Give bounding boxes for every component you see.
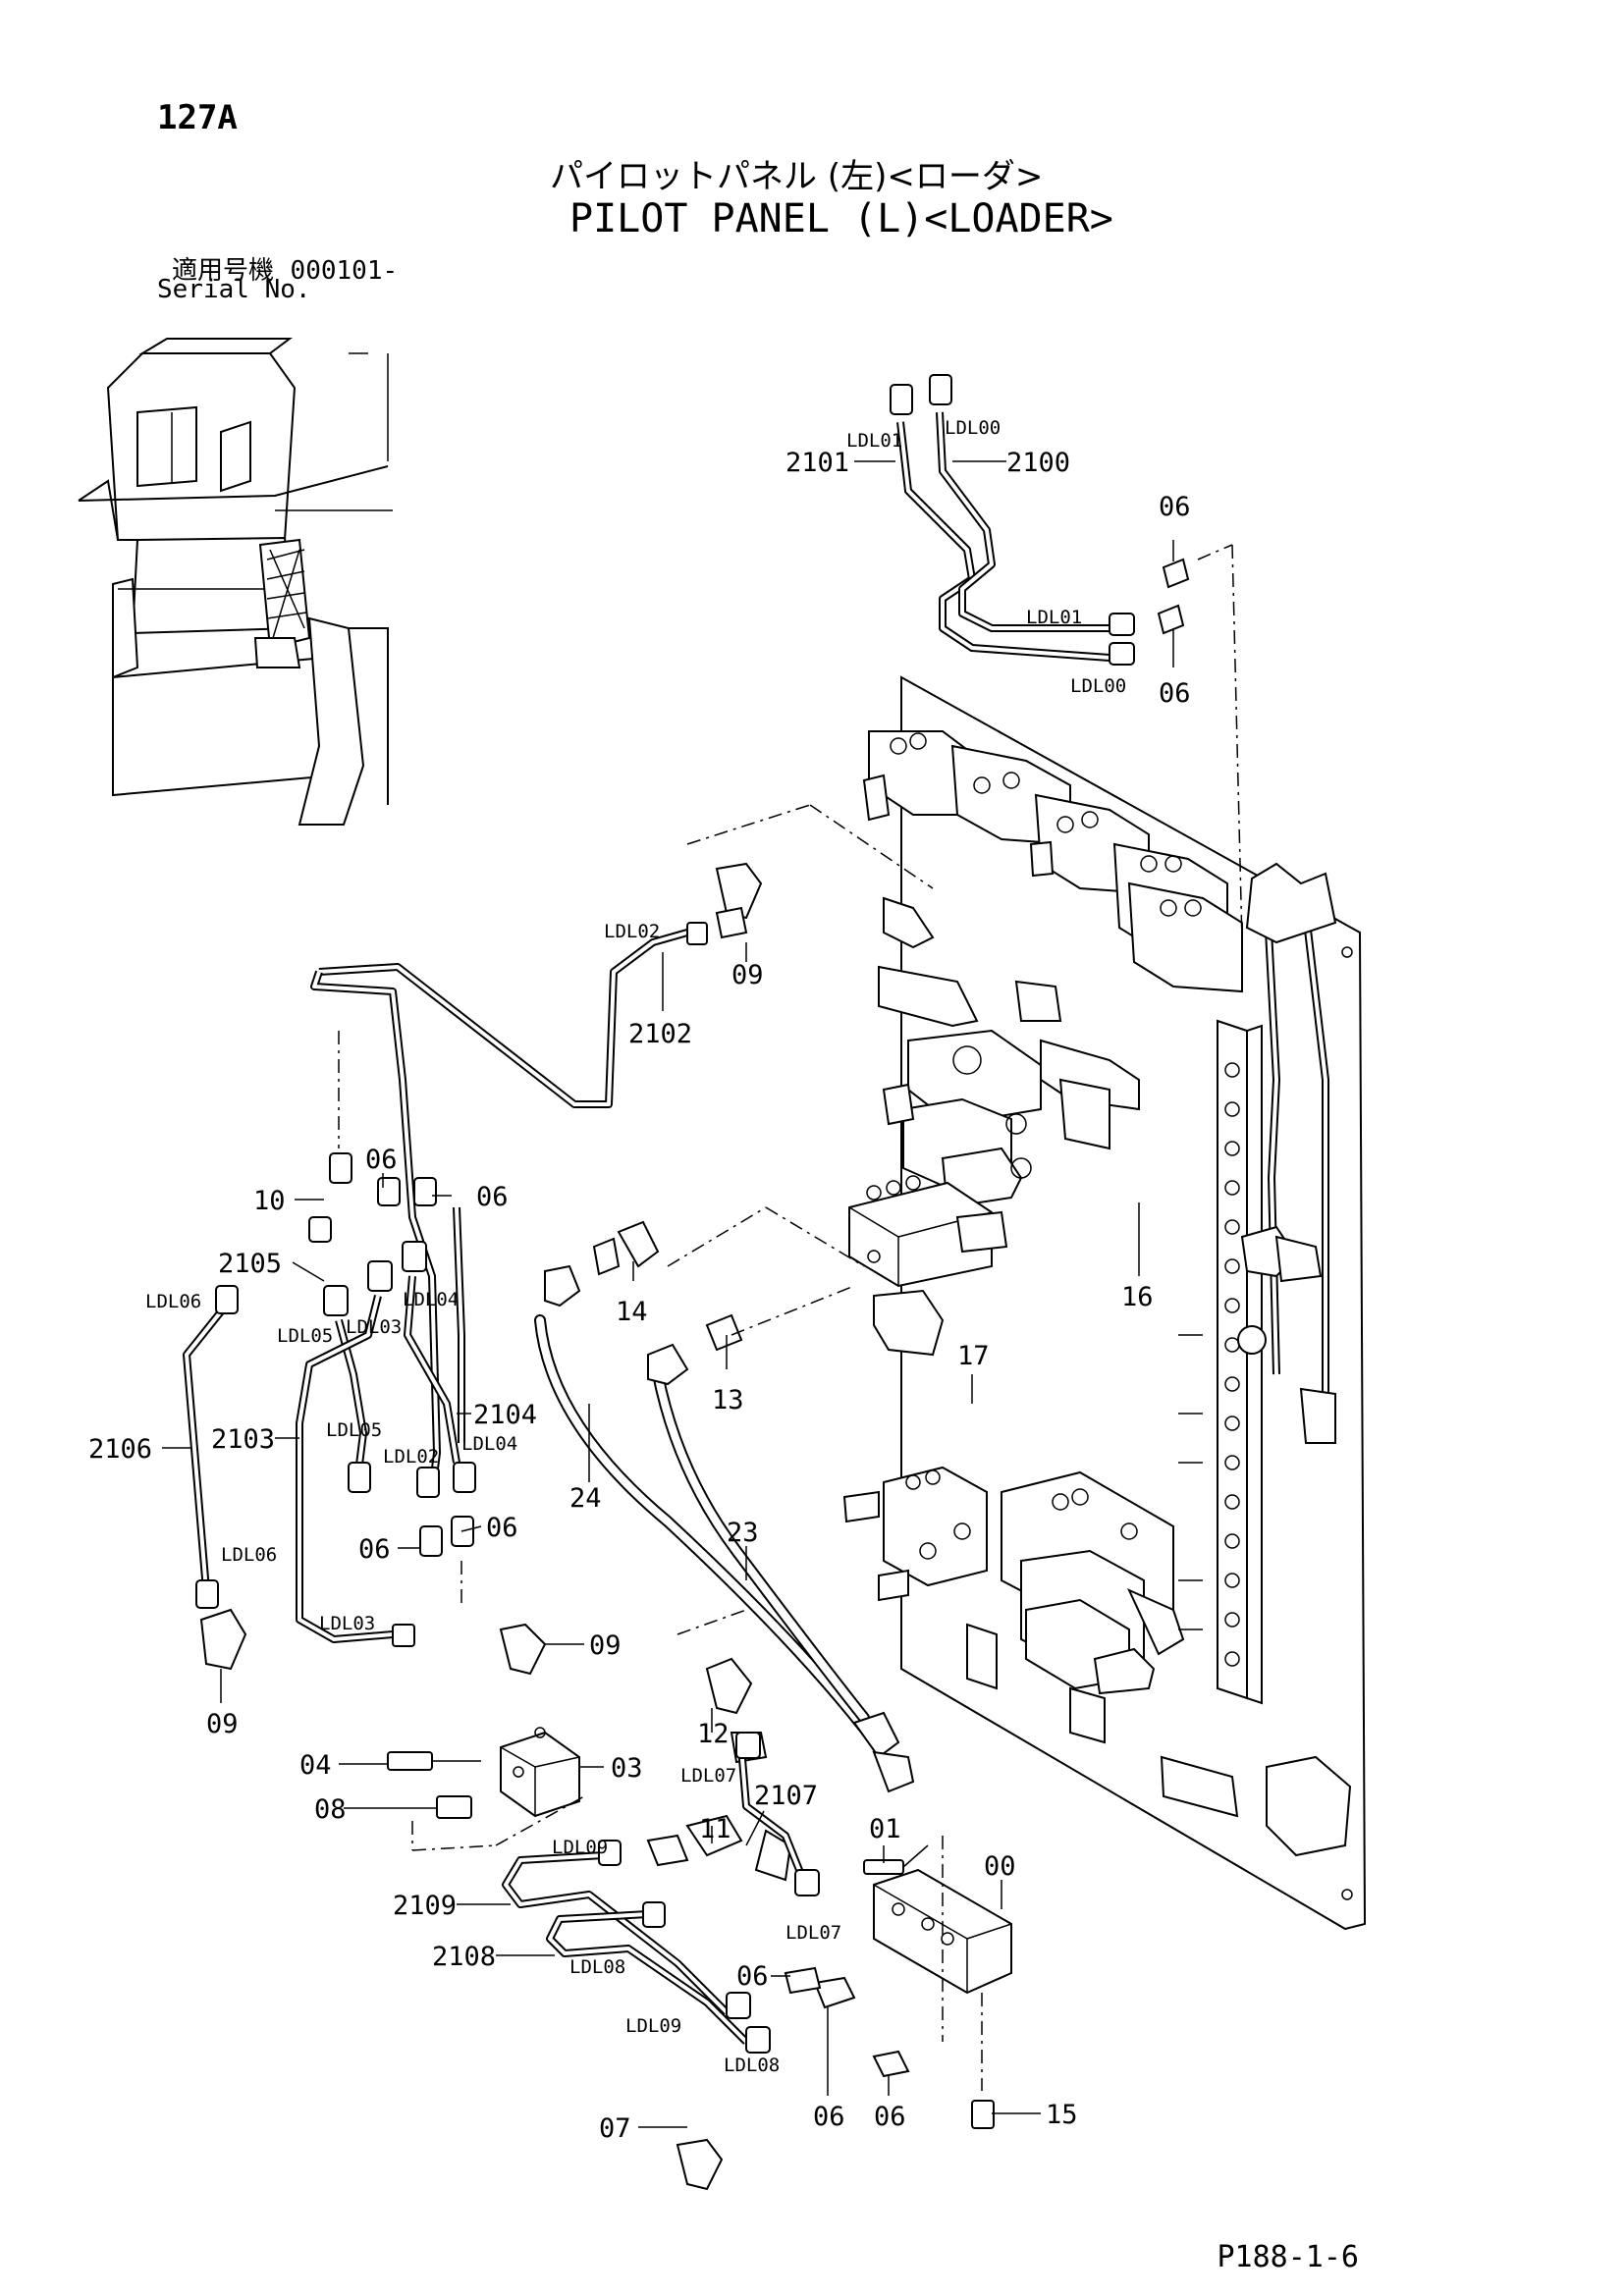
part-label: 06 [1159, 678, 1191, 709]
part-label: 09 [589, 1630, 622, 1661]
mid-brackets-and-solenoid [878, 896, 1140, 1209]
part-label: 14 [616, 1297, 648, 1327]
part-label: 06 [736, 1961, 769, 1992]
part-label: 2103 [211, 1424, 275, 1455]
title-english: PILOT PANEL (L)<LOADER> [569, 196, 1113, 241]
part-label: 06 [358, 1534, 391, 1565]
part-label: 08 [314, 1794, 347, 1825]
part-label: 2108 [432, 1942, 496, 1972]
hose-label: LDL09 [625, 2015, 681, 2037]
page-number: 127A [157, 98, 238, 137]
part-label: 2107 [754, 1781, 818, 1811]
part-label: 00 [984, 1851, 1016, 1882]
part-label: 23 [727, 1518, 759, 1548]
middle-valve-block [848, 1175, 1008, 1357]
hose-label: LDL03 [319, 1613, 375, 1634]
lower-fittings [387, 1609, 792, 1882]
part-label: 09 [206, 1709, 239, 1739]
serial-value: 000101- [290, 256, 399, 286]
pipe-2102 [310, 804, 934, 1493]
hose-label: LDL04 [403, 1289, 459, 1310]
hose-label: LDL06 [221, 1544, 277, 1566]
machine-locator-sketch [78, 338, 393, 826]
part-label: 03 [611, 1753, 643, 1784]
serial-label-japanese: 適用号機 000101- [172, 250, 398, 287]
part-label: 01 [869, 1814, 901, 1844]
hoses-23-24 [534, 1206, 915, 1793]
part-label: 13 [712, 1385, 744, 1415]
hose-label: LDL01 [846, 430, 902, 452]
hose-label: LDL00 [1070, 675, 1126, 697]
upper-valve-blocks [862, 730, 1243, 993]
serial-label-english: Serial No. [157, 275, 311, 304]
part-label: 10 [253, 1186, 286, 1216]
part-label: 06 [365, 1145, 398, 1175]
hose-label: LDL07 [680, 1765, 736, 1787]
part-label: 2105 [218, 1249, 282, 1279]
hose-label: LDL06 [145, 1291, 201, 1312]
serial-label-jp-text: 適用号機 [172, 256, 275, 286]
part-label: 06 [486, 1513, 518, 1543]
pipes-2100-2101 [890, 374, 1243, 943]
hose-label: LDL02 [383, 1446, 439, 1468]
part-label: 06 [874, 2102, 906, 2132]
part-label: 2106 [88, 1434, 152, 1465]
hose-label: LDL05 [326, 1419, 382, 1441]
hose-label: LDL03 [346, 1316, 402, 1338]
hoses-2107-2108-2109 [502, 1732, 820, 2191]
hose-label: LDL01 [1026, 607, 1082, 628]
hose-label: LDL04 [461, 1433, 517, 1455]
footer-reference: P188-1-6 [1217, 2240, 1360, 2274]
part-label: 06 [813, 2102, 845, 2132]
hose-label: LDL08 [569, 1956, 625, 1978]
part-number-labels: 2101 2100 06 06 09 2102 10 06 06 2105 14… [88, 448, 1191, 2144]
part-label: 2104 [473, 1400, 537, 1430]
hose-label: LDL08 [724, 2055, 780, 2076]
left-hoses [183, 1031, 547, 1676]
hose-label: LDL07 [785, 1922, 841, 1944]
title-japanese: パイロットパネル (左)<ローダ> [550, 157, 1044, 196]
part-label: 2109 [393, 1891, 457, 1921]
block-00 [784, 1836, 1012, 2129]
hose-label: LDL00 [945, 417, 1001, 439]
part-label: 09 [731, 960, 764, 990]
part-label: 12 [697, 1719, 730, 1749]
part-label: 15 [1046, 2100, 1078, 2130]
hose-label: LDL05 [277, 1325, 333, 1347]
part-label: 2102 [628, 1019, 692, 1049]
part-label: 17 [957, 1341, 990, 1371]
part-label: 2101 [785, 448, 849, 478]
leader-lines [162, 460, 1174, 2128]
part-label: 2100 [1006, 448, 1070, 478]
part-label: 04 [299, 1750, 332, 1781]
hose-labels: LDL01 LDL00 LDL01 LDL00 LDL02 LDL06 LDL0… [145, 417, 1126, 2076]
hose-label: LDL09 [552, 1837, 608, 1858]
part-label: 11 [699, 1814, 731, 1844]
hose-label: LDL02 [604, 921, 660, 942]
part-label: 24 [569, 1483, 602, 1514]
part-label: 07 [599, 2113, 631, 2144]
part-label: 16 [1121, 1282, 1154, 1312]
part-label: 06 [476, 1182, 509, 1212]
right-manifold [1160, 862, 1352, 1857]
part-label: 06 [1159, 492, 1191, 522]
lower-valve-blocks [842, 1466, 1185, 1744]
